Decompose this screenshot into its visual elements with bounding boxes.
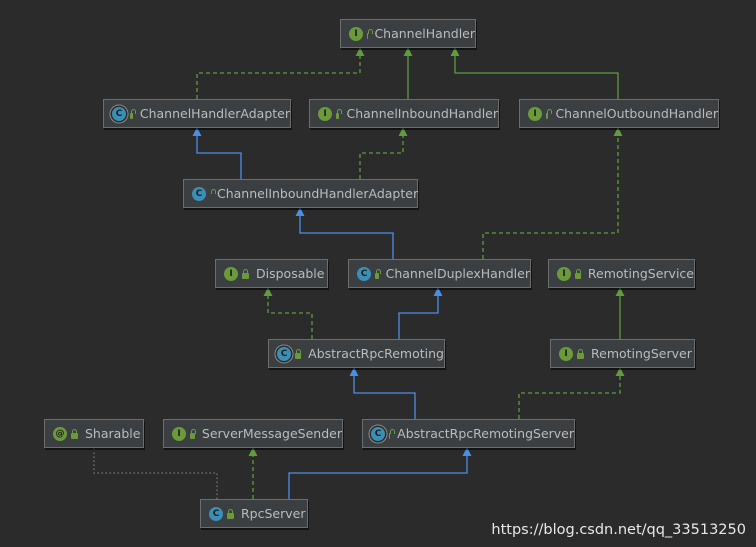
class-node-abstract-rpc-remoting-server[interactable]: C AbstractRpcRemotingServer: [362, 419, 575, 448]
class-node-label: RpcServer: [241, 506, 306, 521]
interface-icon: I: [318, 106, 332, 121]
class-node-channel-inbound-handler[interactable]: I ChannelInboundHandler: [309, 99, 499, 128]
abstract-icon: C: [277, 346, 291, 361]
class-node-server-message-sender[interactable]: I ServerMessageSender: [163, 419, 343, 448]
class-icon: C: [209, 506, 223, 521]
public-visibility-icon: [375, 268, 381, 279]
class-node-channel-outbound-handler[interactable]: I ChannelOutboundHandler: [519, 99, 719, 128]
edge-extends-rpc-server-to-abstract-rpc-remoting-server: [288, 447, 472, 499]
abstract-icon: C: [112, 106, 126, 121]
class-node-label: ChannelInboundHandler: [346, 106, 498, 121]
class-node-sharable[interactable]: @ Sharable: [44, 419, 144, 448]
public-visibility-icon: [227, 508, 234, 519]
public-visibility-icon: [130, 108, 136, 119]
class-node-remoting-server[interactable]: I RemotingServer: [550, 339, 695, 368]
interface-icon: I: [224, 266, 238, 281]
public-visibility-icon: [190, 428, 196, 439]
class-node-disposable[interactable]: I Disposable: [215, 259, 328, 288]
edge-extends-channel-duplex-handler-to-channel-inbound-handler-adapter: [295, 207, 394, 259]
public-visibility-icon: [577, 348, 584, 359]
public-visibility-icon: [295, 348, 302, 359]
class-node-abstract-rpc-remoting[interactable]: C AbstractRpcRemoting: [268, 339, 445, 368]
class-node-rpc-server[interactable]: C RpcServer: [200, 499, 308, 528]
edge-extends-interface-channel-outbound-handler-to-channel-handler: [450, 47, 619, 99]
class-node-channel-handler[interactable]: I ChannelHandler: [340, 19, 476, 48]
interface-icon: I: [559, 346, 573, 361]
interface-icon: I: [557, 266, 571, 281]
watermark-url: https://blog.csdn.net/qq_33513250: [491, 522, 746, 538]
edges: [93, 47, 625, 499]
class-node-label: ChannelHandler: [374, 26, 475, 41]
edge-extends-channel-inbound-handler-adapter-to-channel-handler-adapter: [192, 127, 242, 179]
class-icon: C: [357, 266, 371, 281]
interface-icon: I: [528, 106, 542, 121]
class-node-label: ChannelHandlerAdapter: [139, 106, 290, 121]
interface-icon: I: [349, 26, 363, 41]
edge-implements-channel-duplex-handler-to-channel-outbound-handler: [482, 127, 623, 259]
class-node-remoting-service[interactable]: I RemotingService: [548, 259, 695, 288]
class-node-label: AbstractRpcRemotingServer: [397, 426, 574, 441]
class-node-label: Disposable: [256, 266, 325, 281]
edge-extends-abstract-rpc-remoting-to-channel-duplex-handler: [398, 287, 443, 339]
class-node-label: RemotingServer: [591, 346, 692, 361]
class-node-label: ServerMessageSender: [201, 426, 342, 441]
abstract-icon: C: [371, 426, 385, 441]
class-node-channel-inbound-handler-adapter[interactable]: C ChannelInboundHandlerAdapter: [183, 179, 418, 208]
class-node-label: Sharable: [85, 426, 141, 441]
edge-implements-abstract-rpc-remoting-server-to-remoting-server: [518, 367, 625, 419]
class-node-channel-duplex-handler[interactable]: C ChannelDuplexHandler: [348, 259, 531, 288]
public-visibility-icon: [71, 428, 78, 439]
class-node-label: AbstractRpcRemoting: [308, 346, 444, 361]
edge-extends-abstract-rpc-remoting-server-to-abstract-rpc-remoting: [349, 367, 416, 419]
public-visibility-icon: [242, 268, 249, 279]
edge-implements-abstract-rpc-remoting-to-disposable: [263, 287, 313, 339]
class-node-channel-handler-adapter[interactable]: C ChannelHandlerAdapter: [103, 99, 291, 128]
public-visibility-icon: [336, 108, 343, 119]
class-node-label: ChannelInboundHandlerAdapter: [217, 186, 419, 201]
interface-icon: I: [172, 426, 186, 441]
annotation-icon: @: [53, 426, 67, 441]
public-visibility-icon: [546, 108, 554, 119]
edge-annotated-rpc-server-to-sharable: [93, 448, 218, 499]
public-visibility-icon: [389, 428, 397, 439]
class-node-label: RemotingService: [587, 266, 694, 281]
class-icon: C: [192, 186, 206, 201]
class-node-label: ChannelDuplexHandler: [385, 266, 530, 281]
edge-implements-channel-inbound-handler-adapter-to-channel-inbound-handler: [359, 127, 408, 179]
class-node-label: ChannelOutboundHandler: [555, 106, 718, 121]
public-visibility-icon: [575, 268, 581, 279]
edge-implements-channel-handler-adapter-to-channel-handler: [196, 47, 365, 99]
